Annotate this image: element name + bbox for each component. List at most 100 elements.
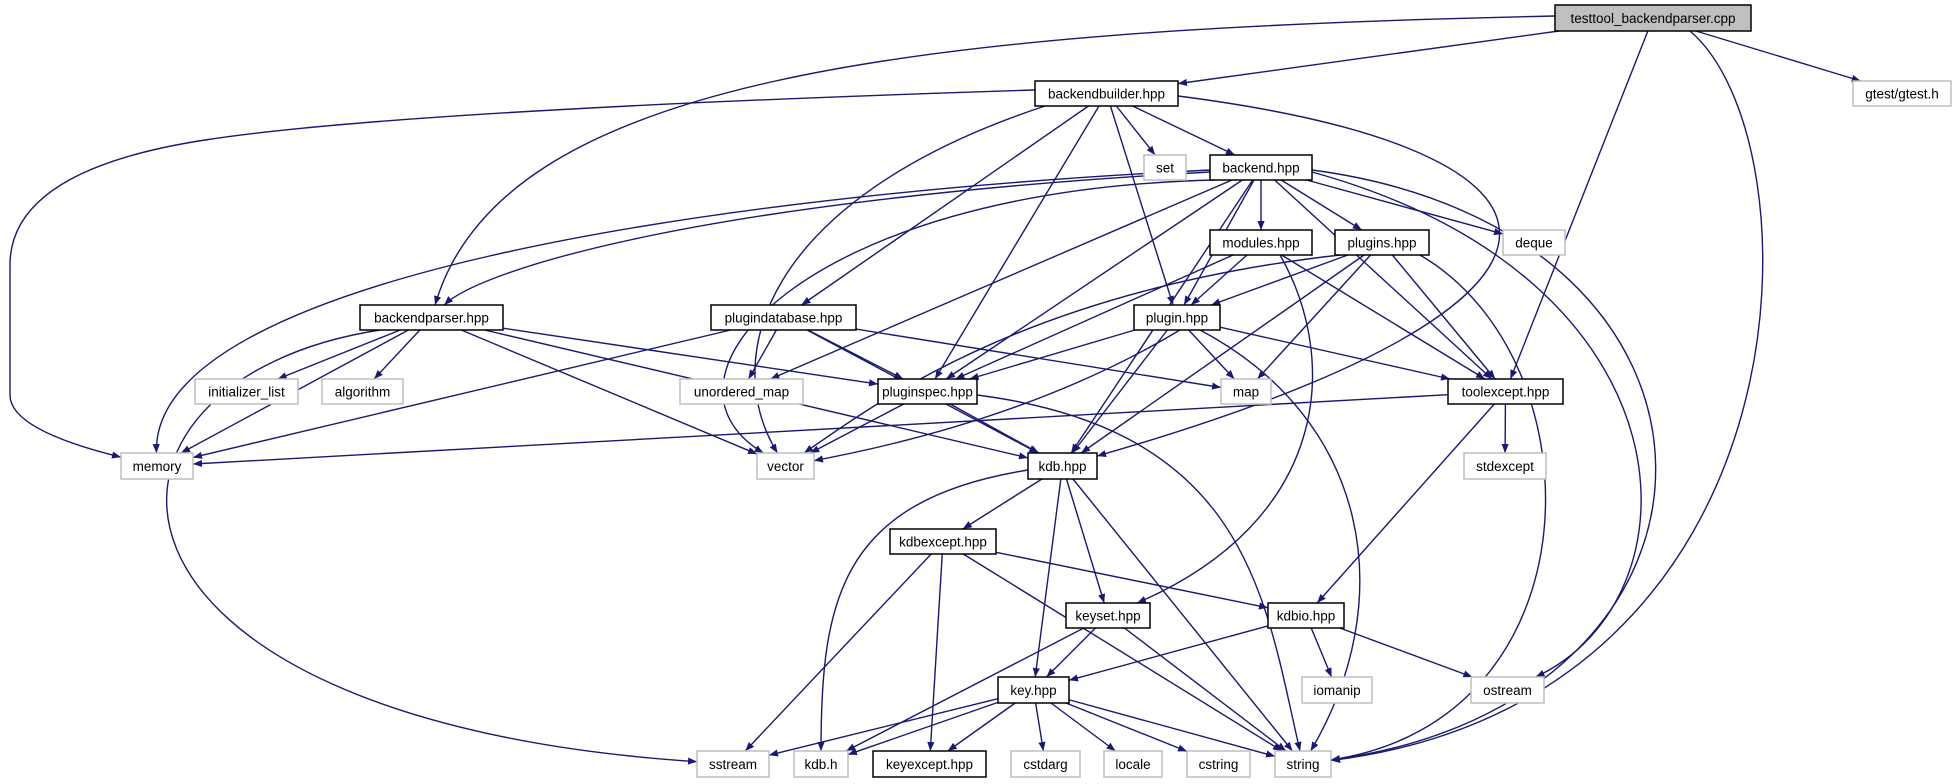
edge-plugins-to-kdbhpp — [1080, 254, 1365, 454]
node-label: memory — [133, 459, 182, 474]
node-label: unordered_map — [694, 385, 789, 400]
edge-backendparser-to-sstream — [166, 329, 698, 765]
node-box — [756, 452, 815, 480]
node-label: ostream — [1483, 683, 1532, 698]
edge-modules-to-pluginspec — [955, 254, 1234, 380]
node-box — [872, 750, 987, 778]
edge-kdbexcept-to-keyexcept — [927, 553, 943, 752]
node-box — [1334, 229, 1430, 256]
edge-backendparser-to-vector — [461, 329, 758, 455]
node-label: sstream — [709, 757, 757, 772]
node-box — [1065, 602, 1151, 629]
edge-toolexcept-to-memory — [192, 393, 1449, 468]
node-stdexcept: stdexcept — [1463, 452, 1547, 480]
edge-pluginspec-to-string — [976, 394, 1302, 752]
edge-plugin-to-vector — [813, 329, 1181, 463]
node-cstring: cstring — [1186, 750, 1251, 778]
edge-kdbexcept-to-string — [962, 553, 1283, 752]
edge-root-to-gtest — [1695, 30, 1861, 82]
node-plugins[interactable]: plugins.hpp — [1334, 229, 1430, 256]
node-kdbio[interactable]: kdbio.hpp — [1267, 602, 1345, 629]
edge-root-to-backendparser — [434, 15, 1556, 306]
node-label: pluginspec.hpp — [882, 385, 973, 400]
node-label: gtest/gtest.h — [1865, 87, 1939, 102]
node-cstdarg: cstdarg — [1010, 750, 1081, 778]
node-sstream: sstream — [696, 750, 770, 778]
edge-plugin-to-toolexcept — [1219, 326, 1451, 381]
edge-plugin-to-map — [1188, 329, 1235, 380]
node-box — [877, 378, 978, 405]
edge-kdbexcept-to-sstream — [744, 553, 932, 752]
node-box — [997, 676, 1070, 704]
edge-backend-to-plugins — [1280, 179, 1363, 231]
node-label: keyset.hpp — [1075, 609, 1140, 624]
edge-root-to-toolexcept — [1509, 30, 1649, 380]
edge-key-to-cstdarg — [1034, 702, 1046, 752]
edge-backend-to-memory — [152, 169, 1211, 454]
node-box — [1267, 602, 1345, 629]
node-label: set — [1156, 161, 1174, 176]
node-box — [793, 750, 849, 778]
edge-kdbhpp-to-kdbh — [817, 469, 1029, 752]
node-box — [1103, 750, 1163, 778]
edge-key-to-kdbh — [847, 701, 999, 756]
edge-backendbuilder-to-set — [1115, 105, 1156, 156]
node-box — [1470, 676, 1545, 704]
node-keyexcept[interactable]: keyexcept.hpp — [872, 750, 987, 778]
node-box — [679, 378, 804, 405]
edge-kdbio-to-iomanip — [1310, 627, 1333, 678]
node-kdbhpp[interactable]: kdb.hpp — [1027, 452, 1098, 480]
edge-kdbhpp-to-key — [1032, 478, 1062, 678]
node-algorithm: algorithm — [321, 378, 404, 405]
node-label: plugindatabase.hpp — [725, 311, 843, 326]
edge-backendparser-to-algorithm — [373, 329, 421, 380]
edge-plugins-to-map — [1256, 254, 1372, 380]
edge-root-to-backendbuilder — [1177, 30, 1559, 86]
node-label: stdexcept — [1476, 459, 1534, 474]
edge-kdbio-to-key — [1068, 625, 1269, 682]
edge-plugins-to-vector — [803, 254, 1341, 454]
node-box — [194, 378, 299, 405]
node-backend[interactable]: backend.hpp — [1209, 154, 1313, 181]
node-key[interactable]: key.hpp — [997, 676, 1070, 704]
node-box — [1186, 750, 1251, 778]
edge-backendparser-to-pluginspec — [502, 327, 879, 387]
edge-pluginspec-to-vector — [809, 403, 904, 454]
node-plugindatabase[interactable]: plugindatabase.hpp — [710, 304, 857, 331]
node-label: backendbuilder.hpp — [1048, 87, 1165, 102]
node-box — [1301, 676, 1373, 704]
node-backendbuilder[interactable]: backendbuilder.hpp — [1034, 80, 1179, 107]
edge-root-to-string — [1330, 30, 1764, 763]
edge-key-to-locale — [1050, 702, 1116, 752]
node-box — [710, 304, 857, 331]
node-toolexcept[interactable]: toolexcept.hpp — [1447, 378, 1564, 405]
node-label: algorithm — [335, 385, 391, 400]
node-plugin[interactable]: plugin.hpp — [1133, 304, 1221, 331]
node-box — [696, 750, 770, 778]
edge-backendbuilder-to-pluginspec — [934, 105, 1100, 380]
node-keyset[interactable]: keyset.hpp — [1065, 602, 1151, 629]
edge-plugindatabase-to-unordered_map — [747, 329, 778, 380]
node-pluginspec[interactable]: pluginspec.hpp — [877, 378, 978, 405]
node-box — [1463, 452, 1547, 480]
node-label: kdb.hpp — [1038, 459, 1086, 474]
node-root[interactable]: testtool_backendparser.cpp — [1554, 4, 1752, 32]
edge-modules-to-plugin — [1190, 254, 1248, 306]
edge-plugins-to-toolexcept — [1391, 254, 1496, 380]
node-label: backend.hpp — [1222, 161, 1299, 176]
edge-key-to-sstream — [768, 698, 999, 757]
edge-plugin-to-kdbhpp — [1071, 329, 1168, 454]
node-label: key.hpp — [1010, 683, 1056, 698]
node-label: deque — [1515, 236, 1553, 251]
node-box — [1502, 229, 1566, 256]
node-kdbexcept[interactable]: kdbexcept.hpp — [889, 528, 997, 555]
node-label: cstdarg — [1023, 757, 1067, 772]
edge-kdbhpp-to-kdbexcept — [962, 478, 1043, 530]
node-box — [1554, 4, 1752, 32]
edge-key-to-cstring — [1065, 702, 1188, 753]
edge-backendbuilder-to-backend — [1132, 105, 1236, 156]
node-modules[interactable]: modules.hpp — [1209, 229, 1313, 256]
node-label: modules.hpp — [1222, 236, 1299, 251]
node-locale: locale — [1103, 750, 1163, 778]
node-backendparser[interactable]: backendparser.hpp — [359, 304, 504, 331]
